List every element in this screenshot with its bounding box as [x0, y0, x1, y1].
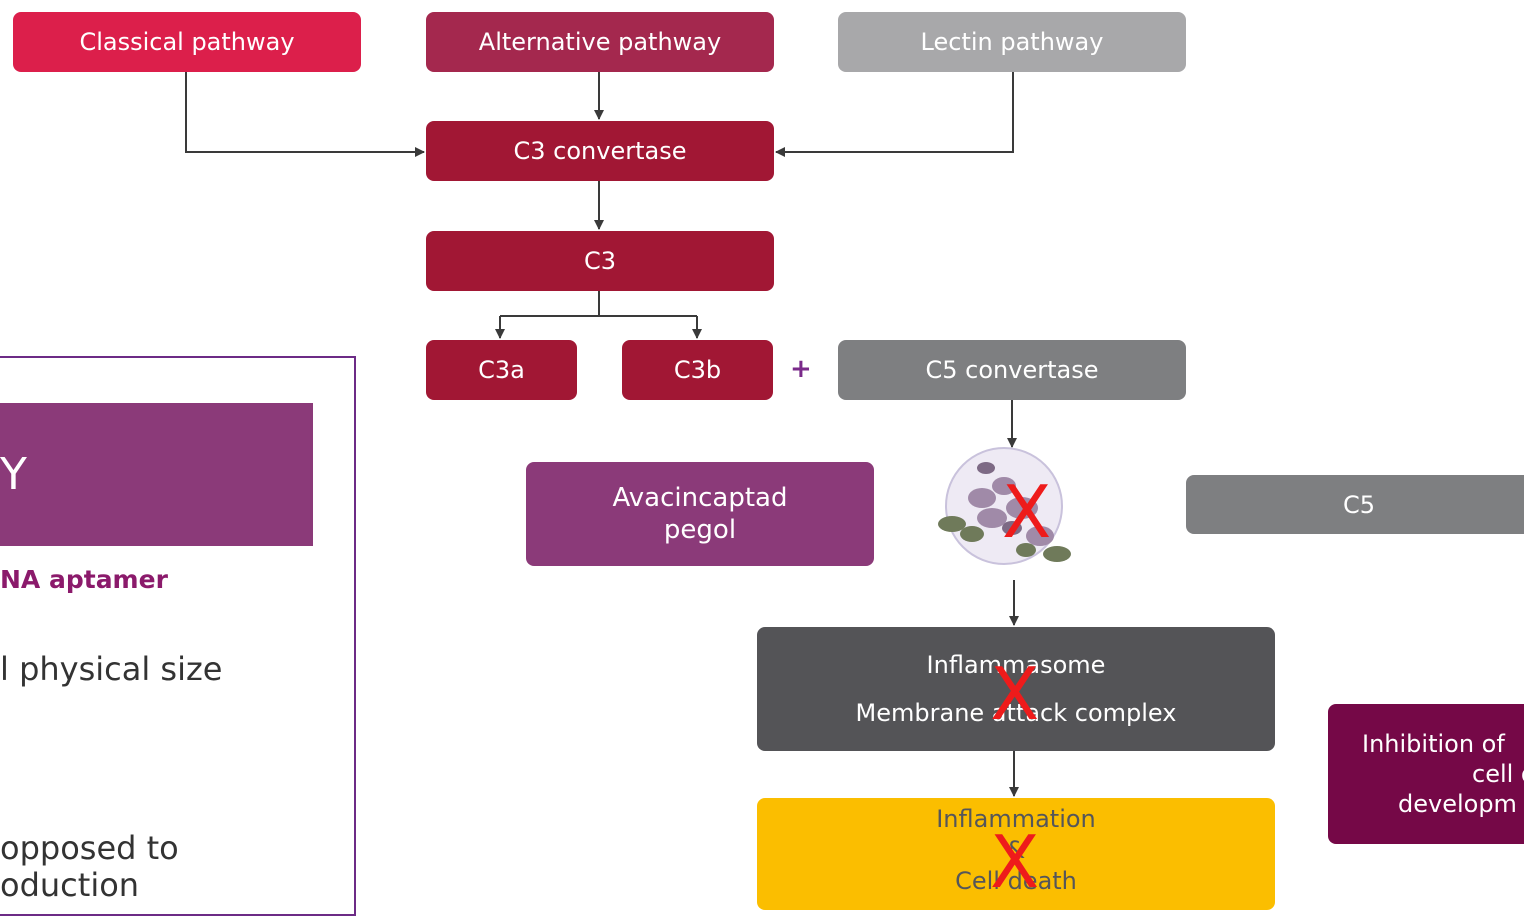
classical-pathway-label: Classical pathway	[79, 28, 295, 56]
c3-box: C3	[426, 231, 774, 291]
inflammation-label: Inflammation	[936, 805, 1096, 833]
inflammasome-block-mark: X	[990, 652, 1040, 736]
c5-convertase-label: C5 convertase	[925, 356, 1099, 384]
c3-label: C3	[583, 247, 617, 275]
inhibition-line3: developm	[1398, 790, 1517, 818]
plus-sign: +	[790, 354, 812, 384]
mac-label: Membrane attack complex	[855, 699, 1177, 727]
info-panel-line2: opposed to	[0, 829, 179, 867]
info-panel-line1: l physical size	[0, 650, 223, 688]
alternative-pathway-label: Alternative pathway	[478, 28, 722, 56]
drug-label-line1: Avacincaptad	[612, 483, 788, 513]
inflammasome-box: Inflammasome Membrane attack complex	[757, 627, 1275, 751]
alternative-pathway-box: Alternative pathway	[426, 12, 774, 72]
cell-death-label: Cell death	[955, 867, 1077, 895]
info-panel-subheading: NA aptamer	[0, 565, 168, 594]
inflammation-block-mark: X	[990, 820, 1040, 904]
c3b-box: C3b	[622, 340, 773, 400]
c3a-label: C3a	[478, 356, 525, 384]
info-panel-heading: Y	[0, 403, 313, 546]
c5-block-mark: X	[1002, 470, 1052, 554]
c5-label: C5	[1343, 490, 1376, 519]
info-panel-line3: oduction	[0, 866, 140, 904]
inflammation-box: Inflammation & Cell death	[757, 798, 1275, 910]
inflammasome-label: Inflammasome	[926, 651, 1106, 679]
c3b-label: C3b	[673, 356, 722, 384]
avacincaptad-pegol-box: Avacincaptad pegol	[526, 462, 874, 566]
lectin-pathway-label: Lectin pathway	[920, 28, 1104, 56]
ampersand-label: &	[1006, 836, 1026, 864]
c3-convertase-label: C3 convertase	[513, 137, 687, 165]
c3-convertase-box: C3 convertase	[426, 121, 774, 181]
classical-pathway-box: Classical pathway	[13, 12, 361, 72]
drug-label-line2: pegol	[663, 515, 737, 545]
c3a-box: C3a	[426, 340, 577, 400]
c5-box: C5	[1186, 475, 1524, 534]
c5-convertase-box: C5 convertase	[838, 340, 1186, 400]
inhibition-line1: Inhibition of	[1362, 730, 1505, 758]
inhibition-line2: cell d	[1472, 760, 1524, 788]
lectin-pathway-box: Lectin pathway	[838, 12, 1186, 72]
inhibition-box: Inhibition of cell d developm	[1328, 704, 1524, 844]
info-panel-heading-text: Y	[0, 449, 27, 500]
c5-protein-image	[938, 447, 1071, 565]
